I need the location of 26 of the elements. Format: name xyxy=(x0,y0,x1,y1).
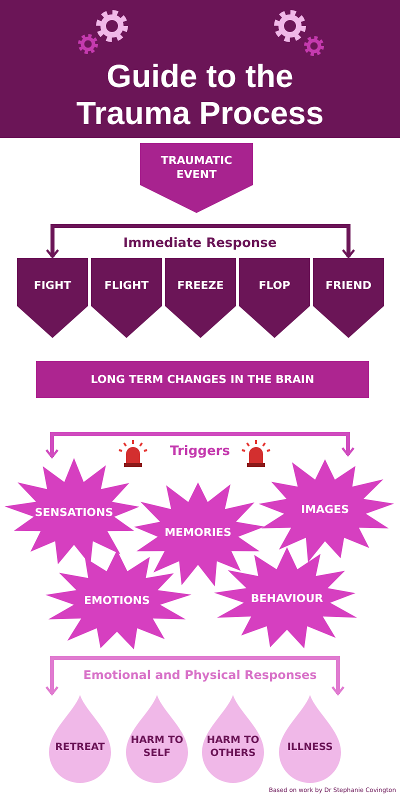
bracket-arrow xyxy=(45,656,200,696)
node-label: FLOP xyxy=(258,279,290,293)
node-label: MEMORIES xyxy=(164,526,232,540)
node-label: FRIEND xyxy=(326,279,372,293)
bracket-arrow xyxy=(46,224,200,258)
node-label: FREEZE xyxy=(177,279,224,293)
node-label: BEHAVIOUR xyxy=(250,592,324,606)
node-label: RETREAT xyxy=(55,742,105,754)
section-heading: Immediate Response xyxy=(100,234,300,252)
bracket-arrow xyxy=(200,432,355,456)
bracket-arrow xyxy=(200,656,345,696)
node-label: FIGHT xyxy=(34,279,72,293)
node-label: HARM TO SELF xyxy=(130,735,184,760)
node-label: EMOTIONS xyxy=(84,594,150,608)
banner-bar: LONG TERM CHANGES IN THE BRAIN xyxy=(36,361,369,398)
node-label: IMAGES xyxy=(300,503,350,517)
node-label: SENSATIONS xyxy=(34,506,114,520)
node-label: FLIGHT xyxy=(104,279,149,293)
section-heading: Emotional and Physical Responses xyxy=(70,666,330,683)
bracket-arrow xyxy=(200,224,356,258)
title: Guide to the Trauma Process xyxy=(75,58,325,132)
bracket-arrow xyxy=(45,432,200,458)
node-label: HARM TO OTHERS xyxy=(206,735,260,760)
node-label: TRAUMATIC EVENT xyxy=(160,154,234,182)
section-heading: Triggers xyxy=(160,442,240,460)
node-label: ILLNESS xyxy=(287,742,333,754)
